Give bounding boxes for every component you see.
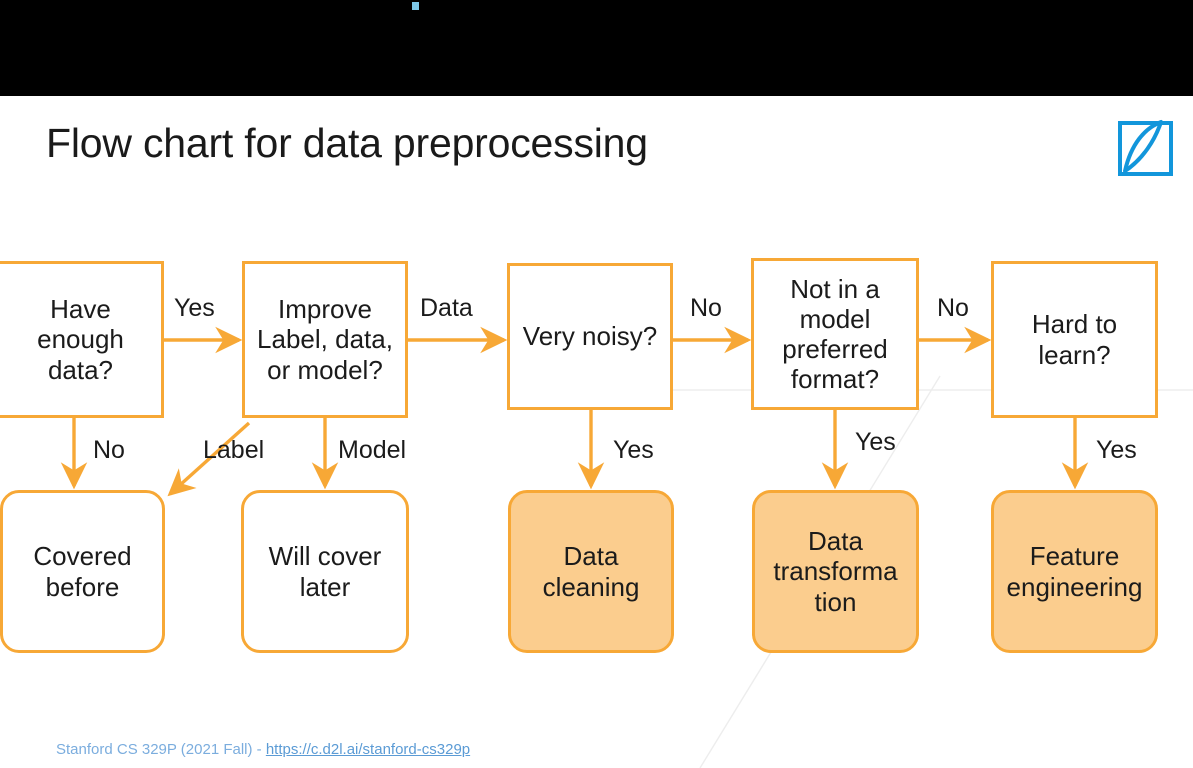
edge-label-yes-3: Yes: [855, 428, 896, 456]
flow-connectors: [60, 326, 1089, 497]
edge-label-yes-4: Yes: [1096, 436, 1137, 464]
node-not-preferred-format[interactable]: Not in a model preferred format?: [751, 258, 919, 410]
footer-prefix: Stanford CS 329P (2021 Fall) -: [56, 741, 266, 758]
node-data-cleaning[interactable]: Data cleaning: [508, 490, 674, 653]
slide-canvas: Flow chart for data preprocessing: [0, 96, 1193, 768]
node-have-enough-data[interactable]: Have enough data?: [0, 261, 164, 418]
node-very-noisy[interactable]: Very noisy?: [507, 263, 673, 410]
edge-label-data-1: Data: [420, 294, 473, 322]
edge-label-yes-2: Yes: [613, 436, 654, 464]
edge-label-label-1: Label: [203, 436, 265, 464]
edge-label-no-2: No: [690, 294, 722, 322]
node-data-transformation[interactable]: Data transforma tion: [752, 490, 919, 653]
footer-attribution: Stanford CS 329P (2021 Fall) - https://c…: [56, 741, 470, 758]
node-improve[interactable]: Improve Label, data, or model?: [242, 261, 408, 418]
page-title: Flow chart for data preprocessing: [46, 120, 648, 166]
footer-link[interactable]: https://c.d2l.ai/stanford-cs329p: [265, 741, 471, 758]
edge-label-model-1: Model: [338, 436, 407, 464]
node-covered-before[interactable]: Covered before: [0, 490, 165, 653]
flow-chart: Have enough data? Improve Label, data, o…: [0, 96, 1193, 768]
top-letterbox-band: [0, 0, 1193, 96]
node-hard-to-learn[interactable]: Hard to learn?: [991, 261, 1158, 418]
edge-label-no-1: No: [93, 436, 125, 464]
band-marker-square: [412, 2, 419, 10]
node-feature-engineering[interactable]: Feature engineering: [991, 490, 1158, 653]
d2l-ai-logo: [1118, 120, 1173, 176]
edge-label-no-3: No: [937, 294, 969, 322]
edge-label-yes-1: Yes: [174, 294, 215, 322]
node-will-cover-later[interactable]: Will cover later: [241, 490, 409, 653]
